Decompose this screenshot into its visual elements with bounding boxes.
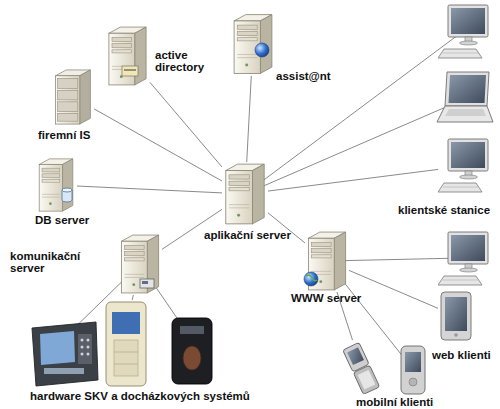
comm-device-symbol [140,279,154,288]
server-node: firemní IS [52,68,94,126]
monitor-icon [438,139,488,192]
server-node: mobilní klienti [343,340,380,396]
card-symbol [122,66,138,76]
connector-line [247,76,252,162]
globe-symbol [255,43,269,57]
node-label: komunikační server [10,250,90,274]
server-node: komunikační server [118,233,162,295]
node-label: web klienti [432,349,500,361]
server-node: aplikační server [222,162,268,226]
client-wire [327,258,462,261]
client-wire [245,100,462,194]
server-icon [56,70,91,124]
server-node: assist@nt [232,12,274,76]
tablet-icon [441,292,471,340]
node-label: DB server [35,214,115,226]
server-node: WWW server [305,230,349,292]
connector-line [77,186,222,193]
server-icon [109,27,146,85]
fingerprint-device [172,318,212,384]
server-node: klientské stanice [438,137,492,195]
connector-line [94,109,222,181]
monitor-icon [438,5,488,58]
database-symbol [62,188,72,192]
server-node: web klienti [438,290,474,342]
node-label: klientské stanice [398,204,498,216]
connector-line [150,82,222,167]
connector-line [132,295,133,300]
node-label: active directory [155,49,213,73]
connector-line [349,270,438,308]
card-symbol [124,69,136,70]
globe-symbol [306,275,317,280]
monitor-icon [438,232,488,285]
node-label: WWW server [291,292,381,304]
server-icon [234,15,272,74]
node-label: firemní IS [38,129,118,141]
server-icon [121,235,158,293]
laptop-icon [437,72,493,122]
comm-device-symbol [142,281,148,284]
server-icon [39,159,73,211]
reader-device [106,302,146,386]
server-icon [226,164,264,224]
node-label: mobilní klienti [356,396,446,408]
connector-line [268,169,438,191]
globe-symbol [304,272,318,286]
phone-icon [343,342,380,394]
terminal-device [32,322,98,386]
server-node: hardware SKV a docházkových systémů [28,300,218,386]
node-label: hardware SKV a docházkových systémů [30,390,320,402]
server-node: DB server [35,157,77,213]
pda-icon [401,346,425,394]
node-label: aplikační server [204,229,304,241]
node-label: assist@nt [276,70,346,82]
server-node: active directory [105,25,150,87]
client-wire [245,32,462,194]
